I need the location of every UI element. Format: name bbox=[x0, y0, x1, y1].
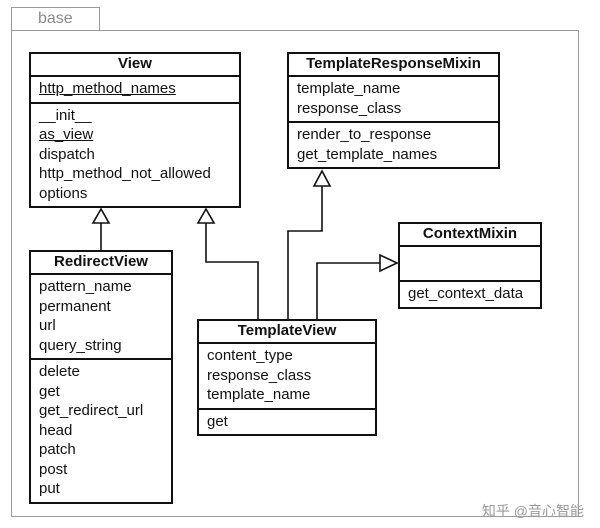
attribute: response_class bbox=[297, 99, 402, 117]
class-context-mixin: ContextMixin get_context_data bbox=[398, 222, 542, 309]
method: dispatch bbox=[39, 145, 95, 163]
method: get_template_names bbox=[297, 145, 438, 163]
class-redirect-view: RedirectView pattern_name permanent url … bbox=[29, 250, 173, 504]
method: get_redirect_url bbox=[39, 402, 144, 419]
attribute: response_class bbox=[207, 366, 312, 384]
method: options bbox=[39, 184, 88, 202]
watermark: 知乎 @音心智能 bbox=[481, 503, 584, 519]
method: __init__ bbox=[39, 106, 92, 124]
attribute: permanent bbox=[39, 297, 111, 315]
class-trm-title: TemplateResponseMixin bbox=[289, 54, 498, 77]
method: as_view bbox=[39, 126, 94, 143]
class-trm-attributes: template_name response_class bbox=[289, 77, 498, 123]
link-templateview-view bbox=[205, 223, 259, 321]
class-templateview-attributes: content_type response_class template_nam… bbox=[199, 344, 375, 410]
class-redirectview-attributes: pattern_name permanent url query_string bbox=[31, 275, 171, 360]
method: patch bbox=[39, 441, 76, 458]
package-tab: base bbox=[11, 7, 100, 30]
attribute: query_string bbox=[39, 336, 122, 354]
class-contextmixin-methods: get_context_data bbox=[400, 282, 540, 307]
link-templateview-contextmixin-arrowhead bbox=[379, 253, 399, 273]
package-label: base bbox=[38, 10, 73, 27]
attribute: template_name bbox=[207, 386, 311, 403]
class-templateview-methods: get bbox=[199, 410, 375, 435]
class-view-attributes: http_method_names bbox=[31, 77, 239, 104]
class-view-title: View bbox=[31, 54, 239, 77]
link-templateview-trm bbox=[287, 186, 323, 321]
link-redirectview-view-arrowhead bbox=[91, 207, 111, 224]
method: get bbox=[39, 382, 60, 400]
method: post bbox=[39, 460, 68, 478]
attribute: template_name bbox=[297, 80, 401, 97]
method: http_method_not_allowed bbox=[39, 165, 211, 182]
class-templateview-title: TemplateView bbox=[199, 321, 375, 344]
attribute: url bbox=[39, 317, 56, 334]
attribute: http_method_names bbox=[39, 80, 176, 97]
method: get bbox=[207, 412, 228, 430]
method: put bbox=[39, 480, 60, 497]
class-view: View http_method_names __init__ as_view … bbox=[29, 52, 241, 208]
link-templateview-trm-arrowhead bbox=[312, 169, 332, 187]
method: get_context_data bbox=[408, 285, 524, 302]
class-redirectview-methods: delete get get_redirect_url head patch p… bbox=[31, 360, 171, 502]
class-template-response-mixin: TemplateResponseMixin template_name resp… bbox=[287, 52, 500, 169]
attribute: content_type bbox=[207, 347, 293, 364]
link-templateview-view-arrowhead bbox=[196, 207, 216, 224]
class-redirectview-title: RedirectView bbox=[31, 252, 171, 275]
class-template-view: TemplateView content_type response_class… bbox=[197, 319, 377, 436]
method: head bbox=[39, 421, 73, 439]
class-contextmixin-title: ContextMixin bbox=[400, 224, 540, 247]
class-trm-methods: render_to_response get_template_names bbox=[289, 123, 498, 167]
method: delete bbox=[39, 363, 80, 380]
class-contextmixin-attributes bbox=[400, 247, 540, 282]
link-templateview-contextmixin bbox=[316, 262, 380, 321]
class-view-methods: __init__ as_view dispatch http_method_no… bbox=[31, 104, 239, 207]
method: render_to_response bbox=[297, 126, 432, 143]
package-frame bbox=[11, 30, 579, 517]
attribute: pattern_name bbox=[39, 278, 132, 295]
